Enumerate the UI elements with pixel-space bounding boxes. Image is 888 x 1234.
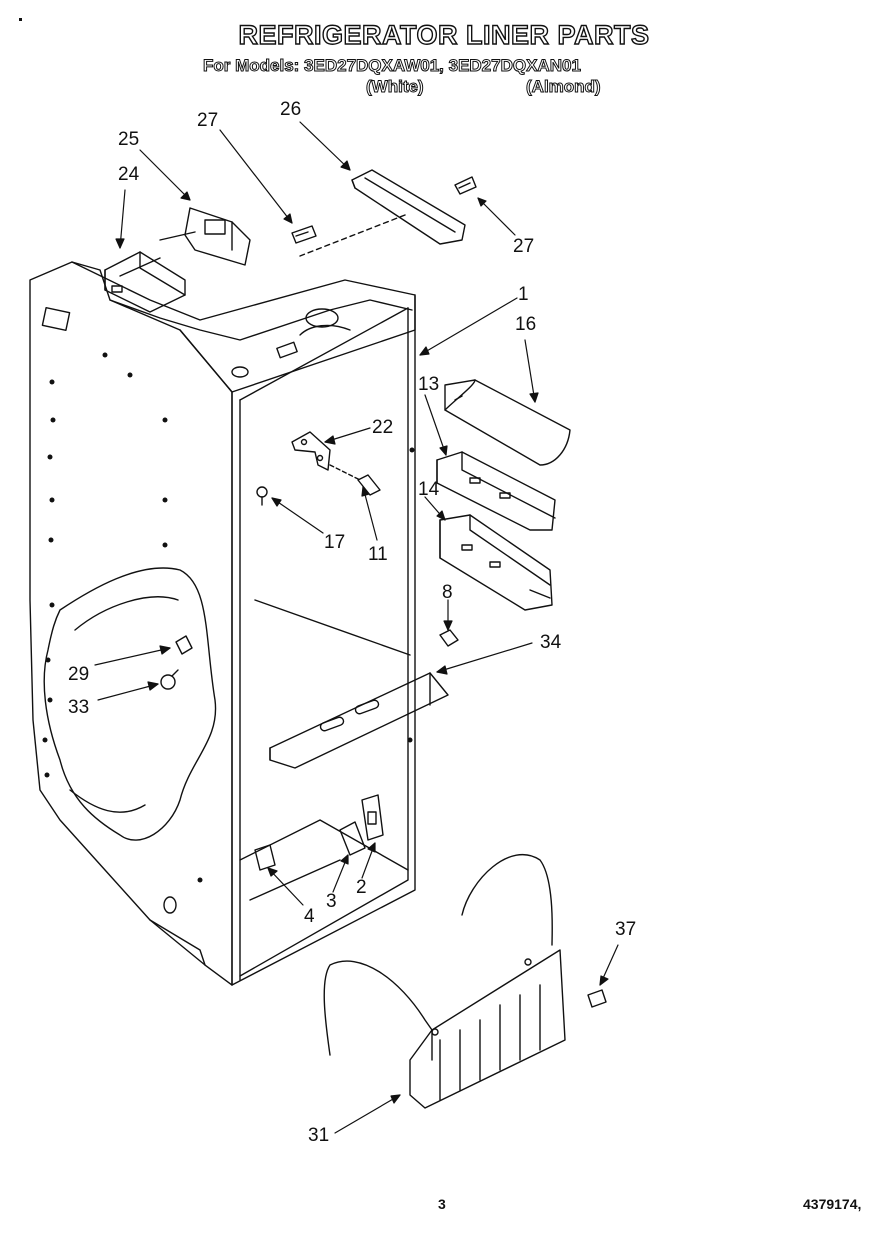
variant-white-label: (White)	[366, 77, 425, 97]
callout-2: 2	[356, 877, 367, 898]
part-16-cover	[444, 379, 571, 466]
part-14-housing	[439, 514, 553, 611]
diagram-header: REFRIGERATOR LINER PARTS For Models: 3ED…	[0, 0, 888, 110]
part-4-clip	[254, 844, 276, 871]
callout-24: 24	[118, 164, 140, 185]
part-27-screw-upper-right	[454, 176, 477, 195]
part-17-fastener	[256, 486, 268, 506]
part-26-rail	[299, 169, 466, 257]
part-37-screw	[587, 989, 607, 1008]
callout-27-left: 27	[197, 110, 218, 131]
part-29-clip	[175, 635, 193, 655]
liner-cabinet	[29, 261, 416, 986]
callout-25: 25	[118, 129, 139, 150]
callout-labels: 25 24 27 26 27 1 16 13 14 22 11 17 8 34 …	[68, 99, 636, 1146]
part-24-damper-control	[104, 251, 186, 313]
part-31-heater	[323, 854, 566, 1109]
page-title: REFRIGERATOR LINER PARTS	[238, 19, 650, 50]
callout-22: 22	[372, 417, 393, 438]
callout-34: 34	[540, 632, 562, 653]
part-27-screw-upper-left	[291, 225, 317, 244]
callout-4: 4	[304, 906, 315, 927]
part-11-screw	[329, 464, 381, 496]
corner-mark	[19, 18, 22, 21]
part-3-bracket	[339, 821, 366, 856]
page-number: 3	[438, 1196, 446, 1212]
part-13-housing	[436, 451, 556, 531]
callout-1: 1	[518, 284, 529, 305]
document-number: 4379174,	[803, 1196, 862, 1212]
part-34-shelf-support	[269, 672, 449, 769]
callout-13: 13	[418, 374, 439, 395]
part-8-fastener	[439, 629, 459, 647]
leader-lines	[94, 121, 619, 1134]
callout-37: 37	[615, 919, 636, 940]
part-25-bracket	[159, 207, 251, 266]
callout-29: 29	[68, 664, 89, 685]
models-line: For Models: 3ED27DQXAW01, 3ED27DQXAN01	[203, 56, 582, 76]
part-33-bulb	[160, 669, 179, 690]
callout-17: 17	[324, 532, 345, 553]
callout-26: 26	[280, 99, 301, 120]
callout-11: 11	[368, 544, 388, 565]
callout-8: 8	[442, 582, 453, 603]
part-2-bracket	[361, 794, 384, 841]
callout-27-right: 27	[513, 236, 534, 257]
part-22-bracket	[291, 431, 331, 471]
callout-14: 14	[418, 479, 440, 500]
callout-3: 3	[326, 891, 337, 912]
callout-31: 31	[308, 1125, 329, 1146]
callout-16: 16	[515, 314, 536, 335]
callout-33: 33	[68, 697, 89, 718]
variant-almond-label: (Almond)	[526, 77, 602, 97]
